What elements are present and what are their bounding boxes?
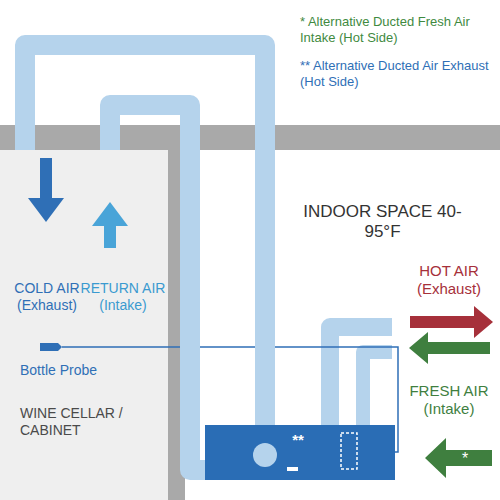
- wine-cellar-region: WINE CELLAR / CABINET: [0, 150, 168, 500]
- footnote: * Alternative Ducted Fresh Air Intake (H…: [300, 14, 495, 45]
- hot-air-arrow: [410, 306, 493, 338]
- unit-mark: **: [283, 431, 313, 449]
- alt-fresh-air-arrow: [425, 438, 492, 478]
- return-air-arrow: [92, 202, 128, 248]
- exhaust-pipe: [330, 327, 392, 430]
- intake-pipe: [363, 352, 392, 430]
- indoor-space-region: INDOOR SPACE 40-95°F **: [185, 150, 500, 500]
- ceiling: [0, 125, 500, 150]
- cold-air-arrow: [28, 158, 64, 222]
- region-label: WINE CELLAR / CABINET: [20, 405, 160, 439]
- bottle-probe: [40, 343, 62, 351]
- footnote: ** Alternative Ducted Air Exhaust (Hot S…: [300, 58, 495, 89]
- airflow-label: HOT AIR (Exhaust): [404, 262, 494, 298]
- region-label: INDOOR SPACE 40-95°F: [300, 202, 465, 243]
- airflow-label: COLD AIR (Exhaust): [6, 280, 88, 314]
- probe-label: Bottle Probe: [20, 362, 160, 379]
- footnote-mark: *: [455, 449, 475, 468]
- airflow-label: FRESH AIR (Intake): [404, 382, 494, 418]
- cellar-ground: [0, 150, 168, 500]
- cooling-unit: **: [205, 425, 395, 480]
- fresh-air-arrow: [409, 332, 490, 364]
- airflow-label: RETURN AIR (Intake): [80, 280, 166, 314]
